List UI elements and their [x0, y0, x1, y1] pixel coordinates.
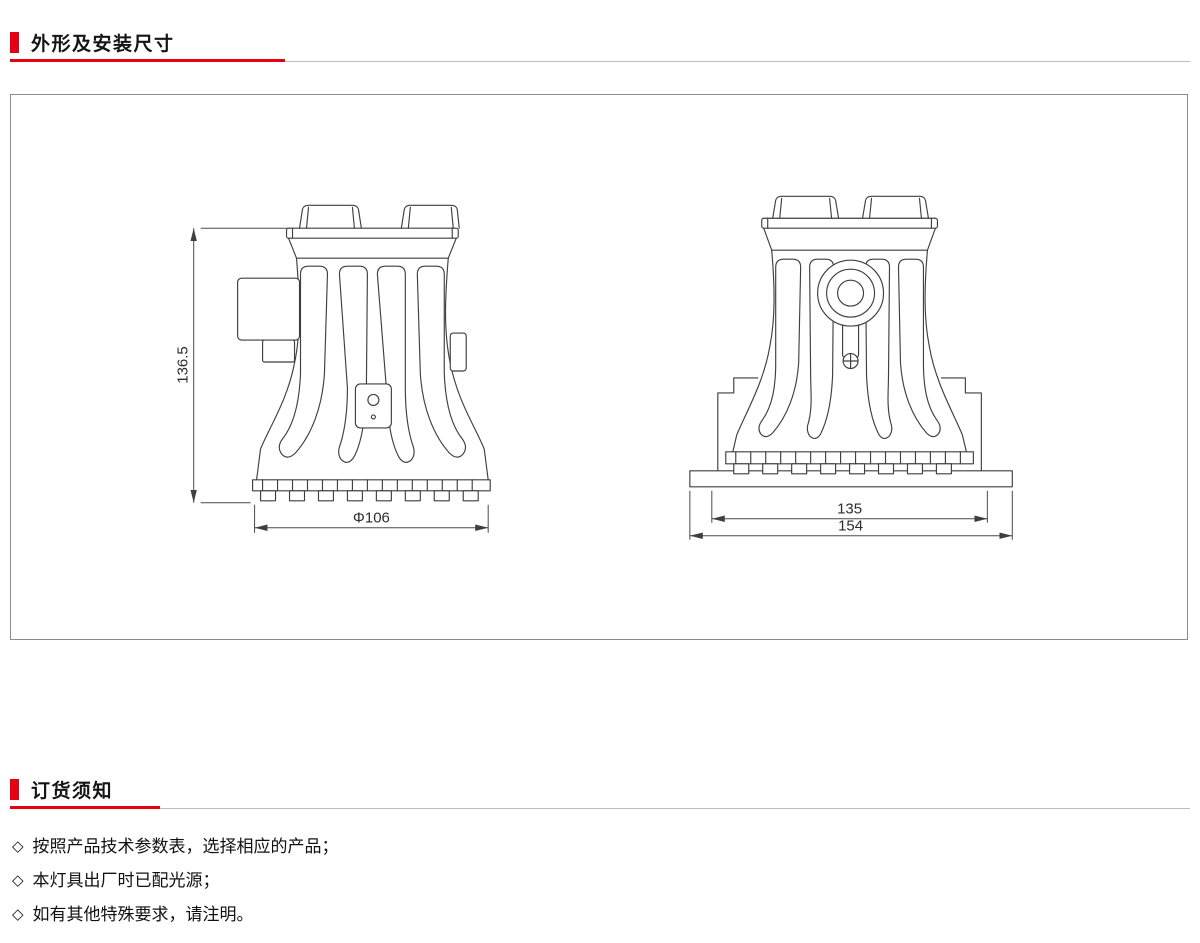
front-lens-boss	[817, 259, 885, 358]
side-top-lobes	[298, 204, 460, 229]
front-screw	[842, 352, 859, 370]
side-top-cap	[285, 227, 459, 259]
front-bell-body	[732, 249, 967, 453]
technical-drawing-canvas: 136.5 Φ106	[175, 195, 1013, 540]
front-view-dimensions: 135 154	[689, 490, 1013, 540]
section-divider-dimensions	[10, 59, 1190, 62]
side-center-plate	[354, 383, 392, 429]
side-cooling-ribs	[278, 265, 467, 463]
section-divider-ordering	[10, 806, 1190, 809]
diamond-bullet-icon: ◇	[12, 872, 24, 889]
section-marker-bar	[10, 32, 19, 53]
dim-label-height: 136.5	[175, 346, 192, 383]
dim-label-mounting-width: 135	[837, 501, 862, 518]
diamond-bullet-icon: ◇	[12, 838, 24, 855]
divider-red-line	[10, 806, 160, 809]
section-header-ordering: 订货须知	[10, 776, 113, 803]
divider-gray-line	[10, 61, 1190, 62]
note-item: ◇ 按照产品技术参数表，选择相应的产品；	[12, 836, 339, 857]
section-marker-bar	[10, 779, 19, 800]
note-item: ◇ 本灯具出厂时已配光源；	[12, 870, 339, 891]
dim-label-base-width: 154	[838, 518, 863, 535]
section-title-ordering: 订货须知	[31, 781, 114, 802]
front-top-lobes	[772, 195, 930, 219]
side-view-dimensions: 136.5 Φ106	[175, 227, 489, 533]
lamp-side-view	[237, 204, 491, 502]
front-top-cap	[761, 217, 938, 251]
diamond-bullet-icon: ◇	[12, 906, 24, 923]
front-cooling-ribs	[758, 258, 941, 439]
divider-red-line	[10, 59, 285, 62]
note-text: 本灯具出厂时已配光源；	[32, 871, 220, 890]
front-mounting-bracket	[717, 377, 982, 472]
section-header-dimensions: 外形及安装尺寸	[10, 29, 175, 56]
note-text: 如有其他特殊要求，请注明。	[32, 905, 254, 924]
side-bottom-flange	[252, 479, 491, 492]
front-bottom-flange	[725, 451, 974, 465]
note-text: 按照产品技术参数表，选择相应的产品；	[32, 837, 339, 856]
ordering-notes: ◇ 按照产品技术参数表，选择相应的产品； ◇ 本灯具出厂时已配光源； ◇ 如有其…	[12, 836, 339, 938]
side-flange-teeth	[260, 490, 479, 502]
side-right-tab	[449, 332, 467, 372]
side-junction-box	[237, 277, 301, 363]
drawing-panel: 136.5 Φ106	[10, 94, 1188, 640]
dim-label-diameter: Φ106	[353, 510, 390, 527]
section-title-dimensions: 外形及安装尺寸	[31, 34, 175, 55]
front-flange-teeth	[733, 463, 952, 475]
note-item: ◇ 如有其他特殊要求，请注明。	[12, 904, 339, 925]
divider-gray-line	[10, 808, 1190, 809]
lamp-front-view	[689, 195, 1013, 488]
